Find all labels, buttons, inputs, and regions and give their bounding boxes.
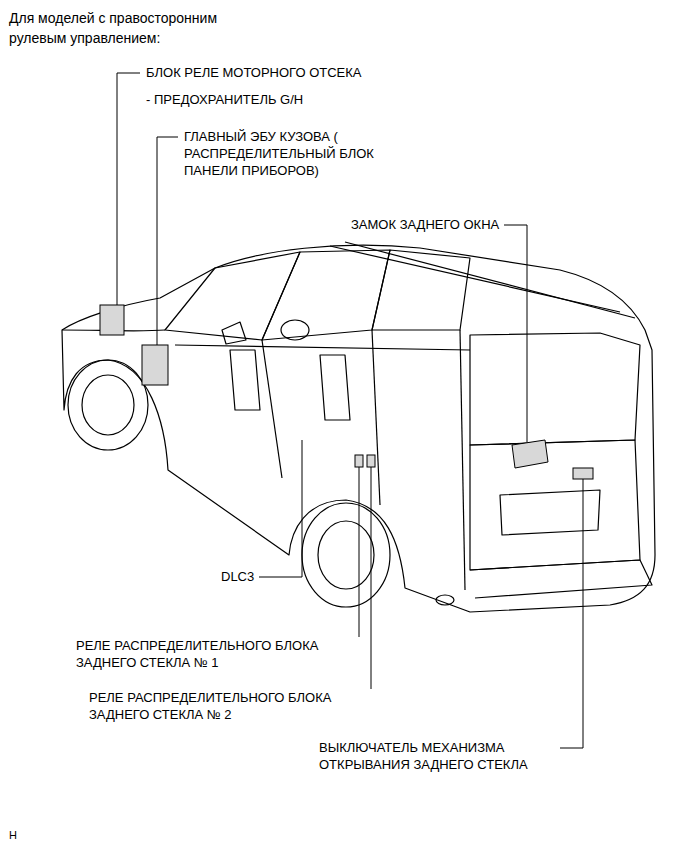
drawing-stroke [230,350,260,410]
heading-text: Для моделей с правосторонним рулевым упр… [8,8,270,48]
part-label: РЕЛЕ РАСПРЕДЕЛИТЕЛЬНОГО БЛОКА ЗАДНЕГО СТ… [75,637,362,671]
part-label: БЛОК РЕЛЕ МОТОРНОГО ОТСЕКА [145,64,362,81]
sub-part-label: - ПРЕДОХРАНИТЕЛЬ G/H [145,91,304,108]
drawing-stroke [470,440,640,570]
figure-code: H [8,828,18,843]
part-label: ГЛАВНЫЙ ЭБУ КУЗОВА ( РАСПРЕДЕЛИТЕЛЬНЫЙ Б… [183,128,400,179]
drawing-stroke [573,468,593,479]
drawing-stroke [175,345,470,350]
drawing-stroke [82,375,134,435]
leader-line [157,137,178,345]
component-symbols [100,305,593,479]
leader-line [259,440,302,577]
drawing-stroke [500,490,600,535]
part-label: ВЫКЛЮЧАТЕЛЬ МЕХАНИЗМА ОТКРЫВАНИЯ ЗАДНЕГО… [318,739,560,773]
drawing-stroke [470,560,652,598]
drawing-stroke [68,360,148,450]
drawing-stroke [302,503,390,607]
drawing-stroke [355,455,363,467]
leader-line [510,479,583,748]
drawing-stroke [318,521,374,589]
drawing-stroke [281,320,309,340]
leader-line [323,467,359,646]
drawing-stroke [100,305,124,335]
drawing-stroke [165,252,300,340]
leader-line [117,73,140,305]
part-label: РЕЛЕ РАСПРЕДЕЛИТЕЛЬНОГО БЛОКА ЗАДНЕГО СТ… [88,689,375,723]
drawing-stroke [320,355,350,420]
drawing-stroke [367,455,375,467]
part-label: ЗАМОК ЗАДНЕГО ОКНА [350,216,500,233]
drawing-stroke [460,330,465,590]
drawing-stroke [142,345,168,385]
drawing-stroke [436,595,454,605]
leader-line [504,225,527,442]
drawing-stroke [512,440,548,468]
drawing-stroke [470,333,640,445]
part-label: DLC3 [220,568,255,585]
drawing-stroke [222,322,246,344]
drawing-stroke [262,340,282,478]
drawing-stroke [372,330,380,505]
drawing-stroke [262,250,390,340]
drawing-stroke [345,242,635,318]
